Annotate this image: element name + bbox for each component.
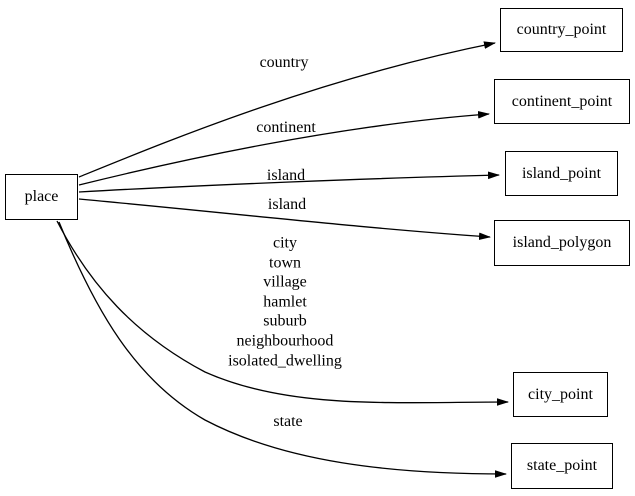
node-continent-point-label: continent_point	[511, 92, 613, 110]
edge-place-country-point	[78, 41, 496, 178]
edge-place-state-point	[58, 221, 507, 478]
node-city-point: city_point	[513, 372, 608, 417]
node-country-point-label: country_point	[516, 21, 607, 38]
edge-label-island-polygon: island	[267, 196, 307, 214]
node-place-label: place	[24, 188, 59, 205]
node-place: place	[5, 174, 78, 220]
edge-label-hamlet: hamlet	[263, 293, 307, 311]
node-island-point: island_point	[505, 151, 618, 196]
node-state-point: state_point	[511, 443, 613, 489]
node-continent-point: continent_point	[494, 79, 630, 124]
edge-label-continent: continent	[256, 119, 316, 137]
edge-place-city-point	[56, 220, 509, 406]
edge-label-city-group: city town village hamlet suburb neighbou…	[228, 233, 342, 370]
edge-label-state: state	[273, 413, 303, 431]
edge-place-island-polygon	[78, 198, 491, 241]
node-city-point-label: city_point	[528, 385, 593, 403]
edge-place-continent-point	[78, 111, 490, 186]
node-island-polygon-label: island_polygon	[512, 234, 612, 251]
edge-place-island-point	[78, 171, 500, 193]
node-state-point-label: state_point	[526, 457, 598, 474]
edge-label-city: city	[272, 234, 297, 252]
edge-label-neighbourhood: neighbourhood	[236, 332, 334, 350]
node-country-point: country_point	[500, 8, 623, 52]
edge-label-isolated-dwelling: isolated_dwelling	[228, 351, 342, 369]
node-island-polygon: island_polygon	[494, 220, 630, 266]
node-island-point-label: island_point	[521, 164, 602, 182]
edge-label-village: village	[263, 273, 307, 291]
edge-label-suburb: suburb	[263, 312, 307, 330]
edge-label-country: country	[259, 54, 309, 72]
edge-label-town: town	[268, 254, 301, 272]
edge-label-island-point: island	[266, 167, 306, 185]
